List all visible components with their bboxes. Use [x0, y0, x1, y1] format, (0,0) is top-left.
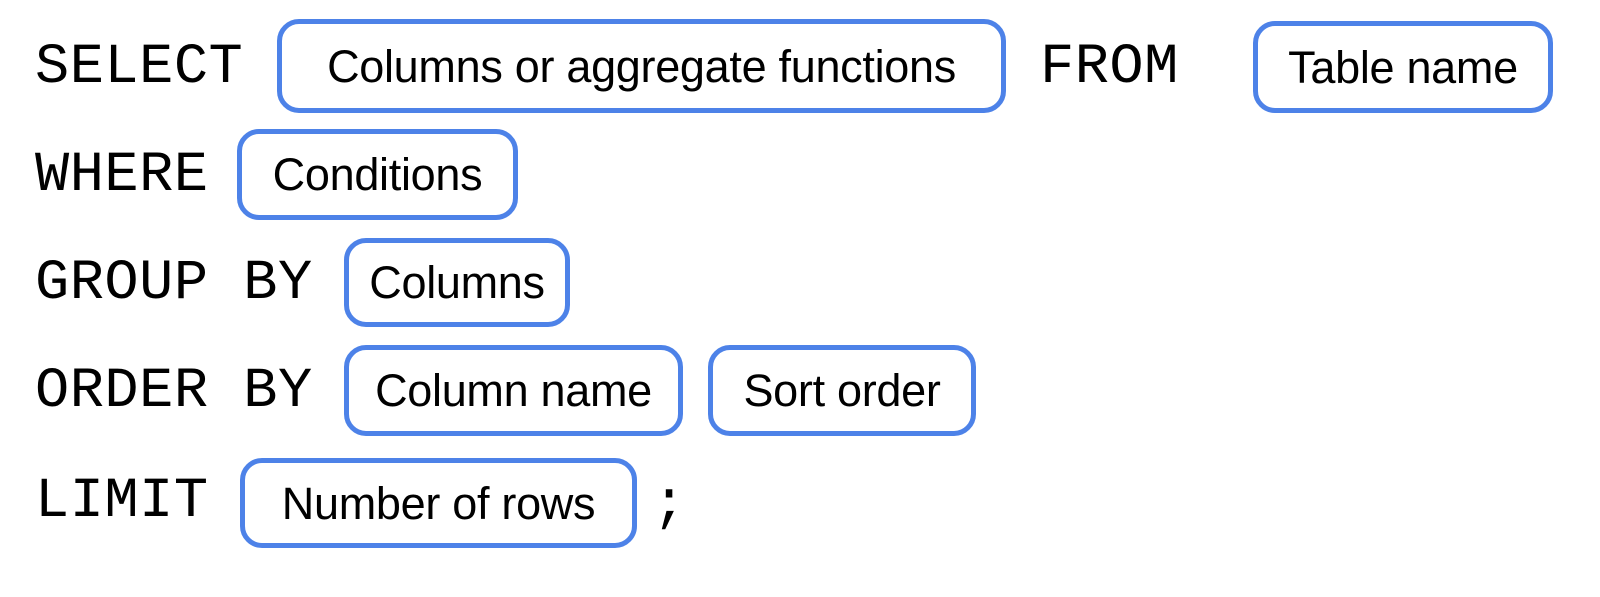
keyword-from: FROM — [1040, 36, 1179, 100]
slot-columns-or-aggregate-functions[interactable]: Columns or aggregate functions — [277, 19, 1006, 113]
clause-row-order-by: ORDER BY Column name Sort order — [0, 337, 1600, 443]
slot-label: Sort order — [743, 365, 941, 416]
slot-table-name[interactable]: Table name — [1253, 21, 1553, 113]
statement-terminator-semicolon: ; — [652, 473, 687, 537]
slot-column-name[interactable]: Column name — [344, 345, 683, 436]
clause-row-group-by: GROUP BY Columns — [0, 229, 1600, 335]
slot-label: Conditions — [272, 149, 483, 200]
clause-row-where: WHERE Conditions — [0, 121, 1600, 227]
clause-row-select: SELECT Columns or aggregate functions FR… — [0, 12, 1600, 120]
slot-label: Number of rows — [281, 477, 596, 529]
slot-conditions[interactable]: Conditions — [237, 129, 518, 220]
slot-label: Table name — [1288, 41, 1518, 93]
slot-label: Columns or aggregate functions — [327, 40, 956, 92]
keyword-order-by: ORDER BY — [35, 360, 313, 424]
keyword-where: WHERE — [35, 144, 209, 208]
keyword-select: SELECT — [35, 36, 244, 100]
keyword-limit: LIMIT — [35, 470, 209, 534]
slot-label: Columns — [369, 257, 545, 308]
slot-columns[interactable]: Columns — [344, 238, 570, 327]
slot-number-of-rows[interactable]: Number of rows — [240, 458, 637, 548]
keyword-group-by: GROUP BY — [35, 252, 313, 316]
clause-row-limit: LIMIT Number of rows ; — [0, 445, 1600, 555]
slot-sort-order[interactable]: Sort order — [708, 345, 976, 436]
slot-label: Column name — [375, 365, 652, 416]
